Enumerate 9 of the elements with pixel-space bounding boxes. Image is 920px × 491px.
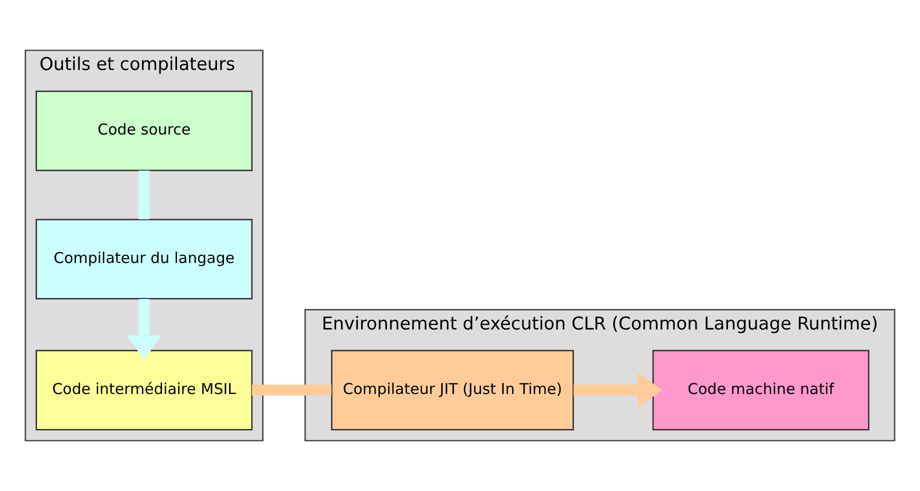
arrow bbox=[126, 299, 162, 360]
node-box: Compilateur JIT (Just In Time) bbox=[331, 350, 574, 430]
node-box: Code source bbox=[36, 90, 253, 172]
arrow bbox=[574, 372, 662, 408]
connector bbox=[138, 170, 150, 220]
node-box: Code intermédiaire MSIL bbox=[36, 350, 253, 430]
node-box: Code machine natif bbox=[652, 350, 870, 430]
connector bbox=[252, 384, 332, 396]
node-box: Compilateur du langage bbox=[36, 218, 253, 300]
